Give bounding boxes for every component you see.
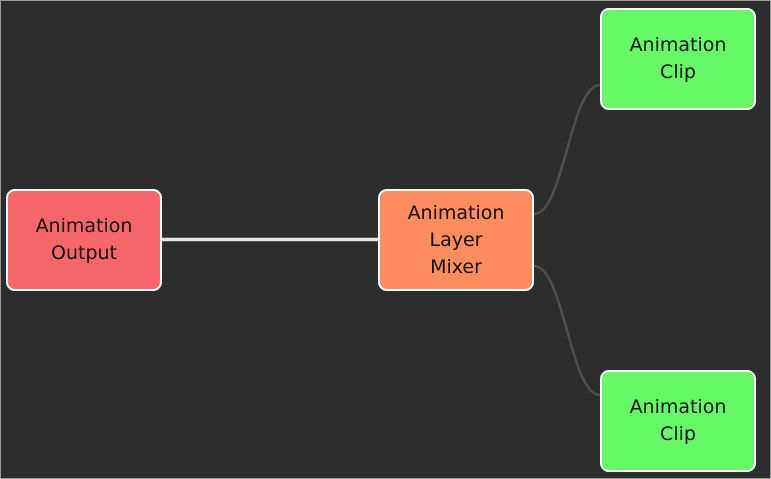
edge-mixer-to-clip-2 bbox=[533, 264, 601, 397]
animation-output-label: Animation Output bbox=[35, 215, 133, 264]
animation-clip-label-top: Animation Clip bbox=[629, 34, 727, 83]
animation-output-node[interactable]: Animation Output bbox=[6, 189, 162, 291]
animation-clip-label-bottom: Animation Clip bbox=[629, 396, 727, 445]
edge-mixer-to-clip-1 bbox=[533, 83, 601, 216]
animation-layer-mixer-node[interactable]: Animation Layer Mixer bbox=[378, 189, 534, 291]
animation-layer-mixer-label: Animation Layer Mixer bbox=[407, 201, 505, 278]
animation-clip-node-top[interactable]: Animation Clip bbox=[600, 8, 756, 110]
animation-clip-node-bottom[interactable]: Animation Clip bbox=[600, 370, 756, 472]
